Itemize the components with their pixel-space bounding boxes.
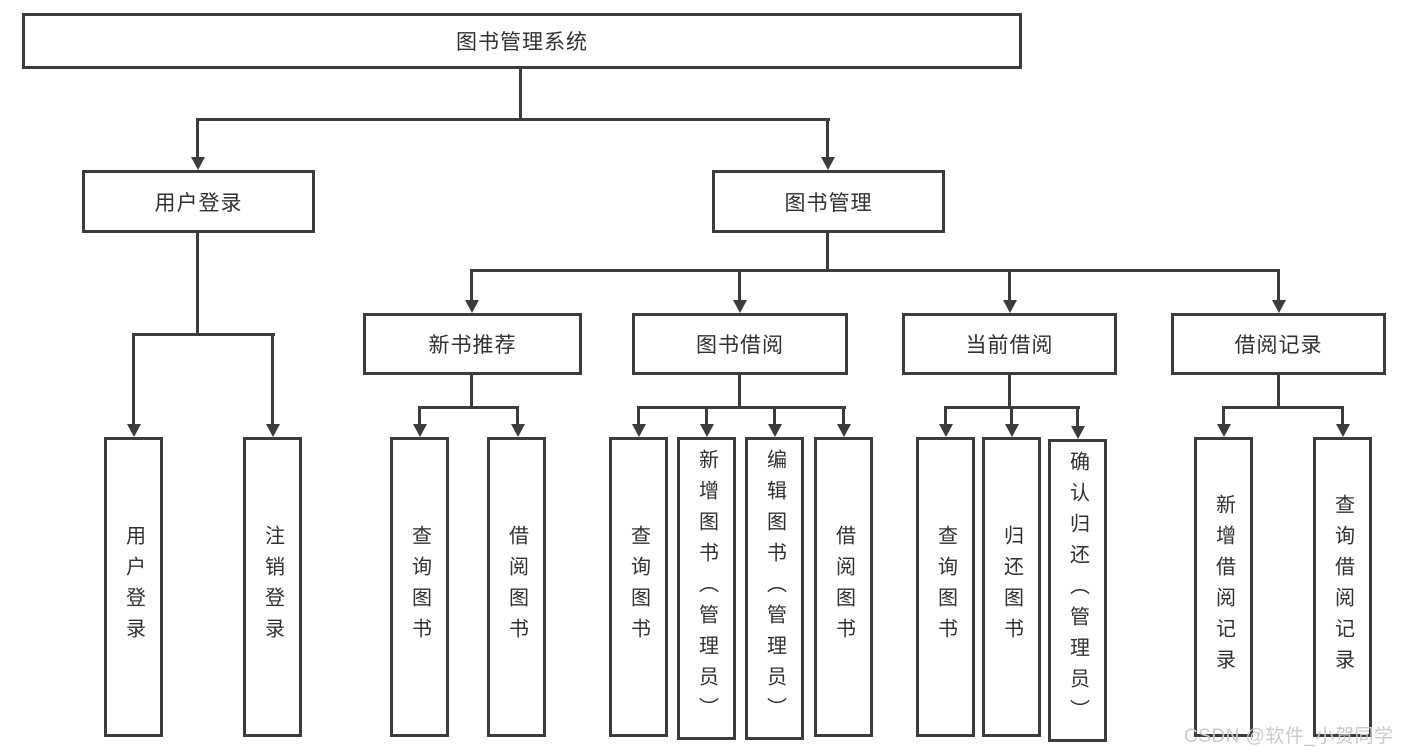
edge-current-c2 <box>1010 406 1013 424</box>
arrow-to-leaf-login <box>127 424 141 437</box>
edge-root-split <box>196 118 830 121</box>
arrow-to-book-mgmt <box>821 157 835 170</box>
csdn-watermark: CSDN @软件_小贺同学 <box>1184 726 1394 747</box>
edge-current-stub <box>1008 375 1011 408</box>
edge-bookmgmt-stub <box>826 233 829 272</box>
arrow-current-c1 <box>939 424 953 437</box>
arrow-borrow-c2 <box>700 424 714 437</box>
node-borrow-records: 借阅记录 <box>1171 313 1386 375</box>
node-book-management-branch: 图书管理 <box>712 170 945 233</box>
edge-userlogin-split <box>132 333 275 336</box>
arrow-records-c2 <box>1336 424 1350 437</box>
edge-recommend-c2 <box>516 406 519 424</box>
edge-records-c2 <box>1341 406 1344 424</box>
node-current-borrow: 当前借阅 <box>902 313 1117 375</box>
arrow-to-recommend <box>465 300 479 313</box>
arrow-current-c3 <box>1071 426 1085 439</box>
edge-borrow-c3 <box>773 406 776 424</box>
arrow-recommend-c1 <box>413 424 427 437</box>
node-new-book-recommend: 新书推荐 <box>363 313 582 375</box>
edge-current-c3 <box>1076 406 1079 426</box>
edge-to-leaf-login <box>132 333 135 424</box>
edge-borrow-split <box>637 406 846 409</box>
arrow-to-borrow <box>733 300 747 313</box>
arrow-to-records <box>1272 300 1286 313</box>
arrow-borrow-c4 <box>837 424 851 437</box>
edge-records-stub <box>1277 375 1280 408</box>
edge-userlogin-stub <box>196 233 199 336</box>
edge-records-c1 <box>1222 406 1225 424</box>
arrow-borrow-c1 <box>632 424 646 437</box>
arrow-to-current <box>1003 300 1017 313</box>
edge-recommend-stub <box>470 375 473 408</box>
edge-to-book-mgmt <box>826 118 829 160</box>
arrow-recommend-c2 <box>511 424 525 437</box>
edge-recommend-c1 <box>418 406 421 424</box>
leaf-current-query-books: 查询图书 <box>916 437 975 737</box>
leaf-return-book: 归还图书 <box>982 437 1041 737</box>
edge-to-recommend <box>470 269 473 302</box>
edge-to-user-login <box>196 118 199 160</box>
edge-borrow-stub <box>738 375 741 408</box>
node-book-borrow: 图书借阅 <box>632 313 848 375</box>
edge-to-leaf-logout <box>271 333 274 424</box>
edge-to-records <box>1277 269 1280 302</box>
leaf-recommend-borrow-books: 借阅图书 <box>487 437 546 737</box>
edge-to-current <box>1008 269 1011 302</box>
edge-current-c1 <box>944 406 947 424</box>
arrow-current-c2 <box>1005 424 1019 437</box>
edge-borrow-c2 <box>705 406 708 424</box>
edge-bookmgmt-split <box>470 269 1280 272</box>
leaf-borrow-query-books: 查询图书 <box>609 437 668 737</box>
node-user-login-branch: 用户登录 <box>82 170 315 233</box>
leaf-confirm-return-admin: 确认归还（管理员） <box>1048 439 1107 742</box>
leaf-query-borrow-record: 查询借阅记录 <box>1313 437 1372 737</box>
leaf-add-book-admin: 新增图书（管理员） <box>677 437 736 740</box>
leaf-edit-book-admin: 编辑图书（管理员） <box>745 437 804 740</box>
edge-records-split <box>1222 406 1344 409</box>
leaf-logout: 注销登录 <box>243 437 302 737</box>
arrow-borrow-c3 <box>768 424 782 437</box>
arrow-to-user-login <box>191 157 205 170</box>
edge-to-borrow <box>738 269 741 302</box>
edge-recommend-split <box>418 406 519 409</box>
edge-root-stub <box>519 69 522 121</box>
edge-borrow-c4 <box>842 406 845 424</box>
leaf-recommend-query-books: 查询图书 <box>390 437 449 737</box>
arrow-records-c1 <box>1217 424 1231 437</box>
edge-borrow-c1 <box>637 406 640 424</box>
arrow-to-leaf-logout <box>266 424 280 437</box>
leaf-user-login: 用户登录 <box>104 437 163 737</box>
node-root: 图书管理系统 <box>22 13 1022 69</box>
leaf-add-borrow-record: 新增借阅记录 <box>1194 437 1253 737</box>
leaf-borrow-book: 借阅图书 <box>814 437 873 737</box>
